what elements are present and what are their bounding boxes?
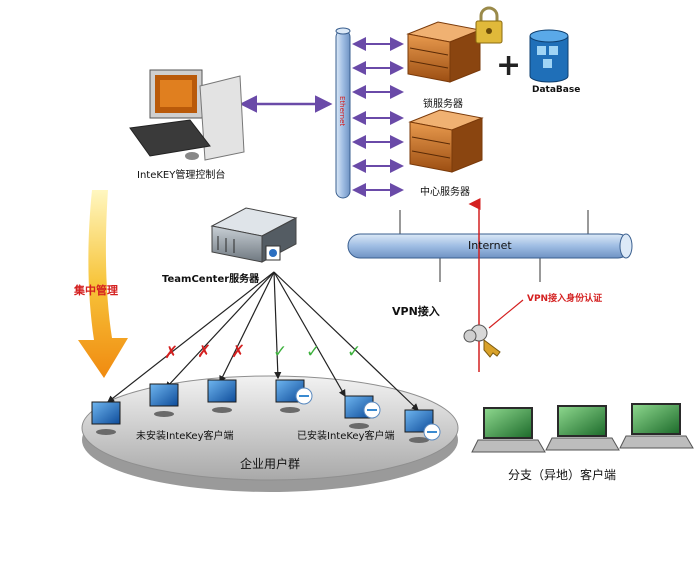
not-installed-label: 未安装InteKey客户端	[136, 431, 234, 442]
check-icon: ✓	[273, 342, 287, 362]
monitor-icon	[344, 395, 381, 429]
monitor-icon	[275, 379, 313, 413]
console-label: InteKEY管理控制台	[137, 170, 226, 181]
computer-icon	[129, 69, 245, 161]
monitor-icon	[207, 379, 237, 413]
laptop-icon	[619, 403, 694, 449]
plus-sign: +	[496, 48, 521, 83]
vpn-link	[468, 198, 524, 372]
internet-label: Internet	[468, 239, 512, 252]
monitor-icon	[91, 401, 121, 435]
internet-bus	[347, 210, 633, 282]
check-marks: ✓ ✓ ✓	[273, 342, 361, 362]
ethernet-bus	[335, 27, 351, 199]
check-icon: ✓	[347, 342, 361, 362]
centralized-management-arrow	[78, 190, 128, 378]
laptop-icon	[545, 405, 620, 451]
teamcenter-client-links	[107, 271, 419, 411]
database-label: DataBase	[532, 85, 581, 95]
lock-server-label: 锁服务器	[423, 99, 463, 110]
key-icon	[463, 324, 501, 358]
branch-clients-label: 分支（异地）客户端	[508, 468, 617, 482]
bus-server-links	[239, 37, 404, 197]
monitor-icon	[404, 409, 441, 443]
server-icon	[210, 207, 298, 263]
database-icon	[529, 29, 569, 83]
laptop-icon	[471, 407, 546, 453]
centralized-management-label: 集中管理	[74, 284, 118, 297]
cross-icon: ✗	[231, 342, 245, 362]
ethernet-label: Ethernet	[338, 96, 346, 126]
lock-icon	[475, 6, 503, 44]
installed-label: 已安装InteKey客户端	[297, 431, 395, 442]
cross-marks: ✗ ✗ ✗	[164, 342, 245, 363]
vpn-auth-label: VPN接入身份认证	[527, 294, 603, 304]
cross-icon: ✗	[197, 342, 211, 362]
check-icon: ✓	[306, 342, 320, 362]
server-icon	[406, 21, 482, 83]
cross-icon: ✗	[164, 343, 178, 363]
server-icon	[408, 109, 484, 173]
center-server-label: 中心服务器	[420, 187, 470, 198]
vpn-access-label: VPN接入	[392, 305, 440, 318]
teamcenter-label: TeamCenter服务器	[162, 274, 260, 285]
monitor-icon	[149, 383, 179, 417]
user-group-label: 企业用户群	[240, 457, 301, 471]
